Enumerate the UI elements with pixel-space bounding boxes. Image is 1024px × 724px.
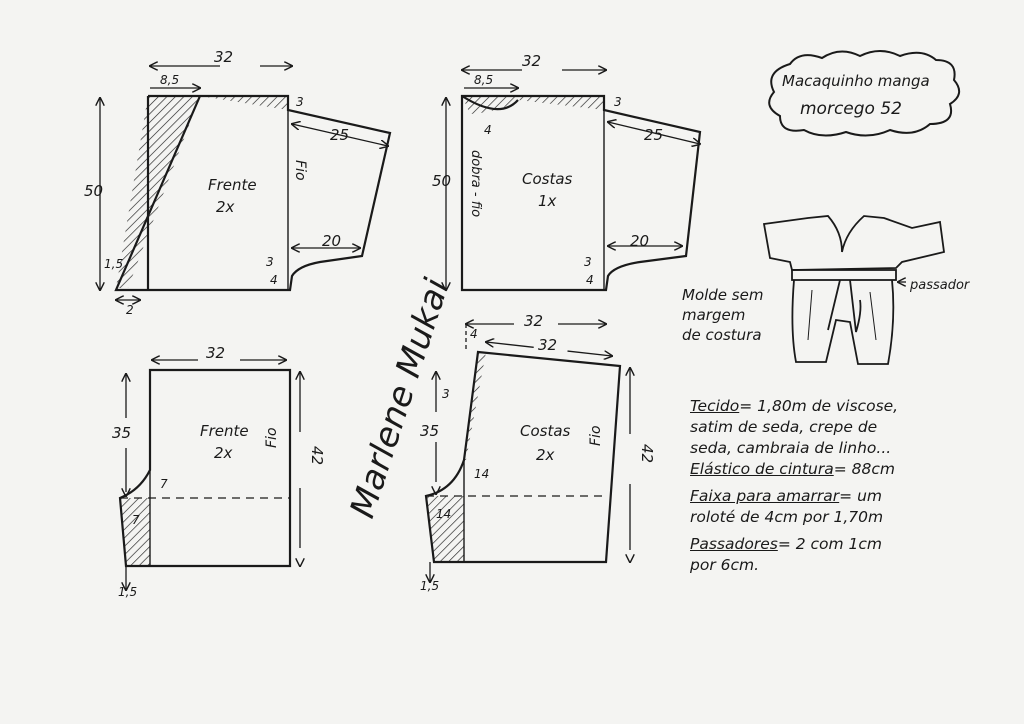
back-top-width: 32 <box>522 52 541 70</box>
front-short-curve-h: 7 <box>132 513 140 527</box>
front-top-shoulder-hatch <box>200 96 288 110</box>
romper-waistband <box>791 269 897 281</box>
passador-label: passador <box>909 278 971 293</box>
back-short-top-width: 32 <box>538 336 557 354</box>
front-short-piece <box>118 360 300 590</box>
romper-folds-2 <box>869 291 877 341</box>
front-short-bottom: 1,5 <box>118 585 137 599</box>
title-cloud: Macaquinho manga morcego 52 <box>768 50 961 137</box>
back-top-underarm: 20 <box>630 232 649 250</box>
front-short-curve-v: 7 <box>160 477 168 491</box>
back-top-count: 1x <box>538 192 557 210</box>
note-line: Passadores= 2 com 1cm <box>690 535 883 553</box>
molde-line-3: de costura <box>682 326 762 344</box>
note-line: satim de seda, crepe de <box>690 418 878 436</box>
front-top-piece <box>100 66 392 300</box>
front-top-shoulder-drop: 3 <box>296 95 304 109</box>
front-top-crotch-side: 1,5 <box>104 257 123 271</box>
back-short-raise: 4 <box>470 327 478 341</box>
note-line: roloté de 4cm por 1,70m <box>690 508 884 526</box>
molde-note: Molde sem margem de costura <box>682 285 792 345</box>
title-cloud-outline <box>768 50 961 137</box>
front-short-name: Frente <box>200 422 249 440</box>
back-short-labels: 32 32 4 3 35 Costas 2x Fio 42 14 14 1,5 <box>420 312 656 593</box>
back-top-neck-hatch <box>462 96 604 114</box>
front-short-height: 42 <box>308 446 326 465</box>
note-line: seda, cambraia de linho... <box>690 439 892 457</box>
romper-tie <box>827 279 862 333</box>
back-short-bottom: 1,5 <box>420 579 439 593</box>
note-line: Tecido= 1,80m de viscose, <box>690 397 899 415</box>
title-line-1: Macaquinho manga <box>782 72 930 90</box>
front-top-labels: 32 8,5 3 25 50 Frente 2x Fio 20 3 4 1,5 … <box>84 48 349 317</box>
front-top-dim-sleeve <box>292 124 388 146</box>
back-top-shoulder-drop: 3 <box>614 95 622 109</box>
romper-illustration <box>762 215 945 365</box>
front-top-neck: 8,5 <box>160 73 179 87</box>
back-top-sleeve: 25 <box>644 126 663 144</box>
front-short-hatch <box>120 498 150 566</box>
molde-line-2: margem <box>682 306 746 324</box>
back-top-height: 50 <box>432 172 451 190</box>
back-top-small-a: 3 <box>584 255 592 269</box>
back-top-piece <box>446 70 702 292</box>
back-top-neck-depth: 4 <box>484 123 492 137</box>
front-top-grain: Fio <box>292 160 308 181</box>
signature: Marlene Mukai <box>343 273 458 522</box>
back-top-dim-sleeve <box>608 122 700 144</box>
front-top-height: 50 <box>84 182 103 200</box>
back-top-outline <box>460 94 702 292</box>
back-short-grain: Fio <box>588 425 604 446</box>
front-top-sleeve: 25 <box>330 126 349 144</box>
back-short-dim-top <box>486 342 612 356</box>
front-top-width: 32 <box>214 48 233 66</box>
note-line: por 6cm. <box>690 556 760 574</box>
back-short-height: 42 <box>638 444 656 463</box>
front-short-rise: 35 <box>112 424 131 442</box>
back-top-labels: 32 8,5 3 4 25 50 dobra - fio Costas 1x 2… <box>432 52 663 287</box>
romper-folds-1 <box>807 289 813 341</box>
front-top-underarm: 20 <box>322 232 341 250</box>
front-short-width: 32 <box>206 344 225 362</box>
front-short-labels: 32 35 Frente 2x Fio 42 7 7 1,5 <box>112 344 326 599</box>
molde-line-1: Molde sem <box>682 286 764 304</box>
front-short-outline <box>118 368 292 568</box>
back-short-curve-v: 14 <box>474 467 489 481</box>
back-short-width: 32 <box>524 312 543 330</box>
back-short-piece <box>424 324 630 582</box>
front-top-name: Frente <box>208 176 257 194</box>
title-line-2: morcego 52 <box>800 99 902 119</box>
materials-notes: Tecido= 1,80m de viscose, satim de seda,… <box>690 396 1010 576</box>
front-short-grain: Fio <box>264 427 280 448</box>
back-top-small-b: 4 <box>586 273 594 287</box>
front-top-small-a: 3 <box>266 255 274 269</box>
romper-shorts <box>791 279 895 365</box>
back-top-fold: dobra - fio <box>468 150 483 217</box>
front-top-count: 2x <box>216 198 235 216</box>
back-top-neck: 8,5 <box>474 73 493 87</box>
note-line: Faixa para amarrar= um <box>690 487 883 505</box>
back-short-curve-h: 14 <box>436 507 451 521</box>
front-top-outline <box>114 94 392 292</box>
back-short-rise-hatch <box>464 352 486 460</box>
back-top-name: Costas <box>522 170 573 188</box>
back-short-name: Costas <box>520 422 571 440</box>
back-short-crotch-hatch <box>426 496 464 562</box>
back-short-offset: 3 <box>442 387 450 401</box>
back-short-outline <box>424 350 622 564</box>
romper-top <box>762 215 945 271</box>
back-short-count: 2x <box>536 446 555 464</box>
front-top-bottom: 2 <box>126 303 134 317</box>
front-short-count: 2x <box>214 444 233 462</box>
back-short-rise: 35 <box>420 422 439 440</box>
note-line: Elástico de cintura= 88cm <box>690 460 895 478</box>
front-top-small-b: 4 <box>270 273 278 287</box>
